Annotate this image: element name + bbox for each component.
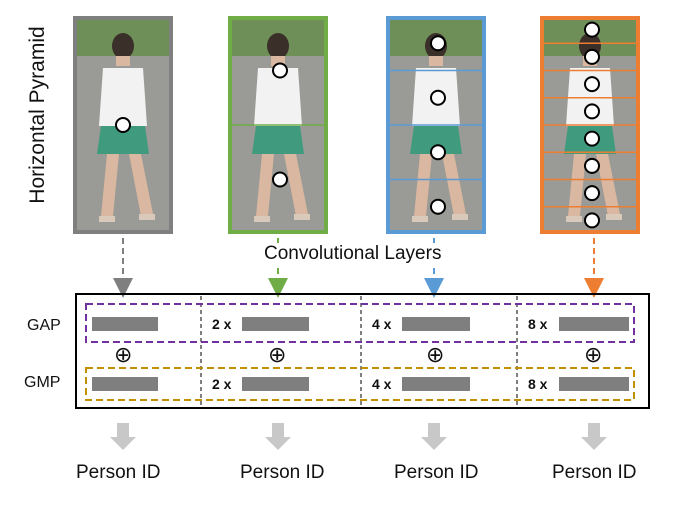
stripe-dot <box>430 198 446 215</box>
person-id-label-3: Person ID <box>394 462 479 483</box>
down-arrow-2 <box>265 423 291 450</box>
panel-border <box>228 16 328 234</box>
person-head <box>267 33 289 59</box>
gap-feature-bar-1 <box>92 317 158 331</box>
pooling-box <box>75 293 650 409</box>
person-panel-4 <box>540 16 640 234</box>
gmp-label: GMP <box>24 374 61 391</box>
stripe-dot <box>430 35 446 52</box>
stripe-dot <box>272 62 288 79</box>
stripe-dot <box>115 117 131 133</box>
person-shorts <box>410 126 462 154</box>
stripe-dot <box>584 212 600 229</box>
stripe-dot <box>584 21 600 38</box>
convolutional-layers-label: Convolutional Layers <box>262 243 444 265</box>
down-arrow-3 <box>421 423 447 450</box>
person-shorts <box>252 126 304 154</box>
person-panel-2 <box>228 16 328 234</box>
person-shirt <box>254 68 302 126</box>
panel-border <box>73 16 173 234</box>
plus-symbol-1: ⊕ <box>114 342 133 367</box>
plus-symbol-4: ⊕ <box>584 342 603 367</box>
gmp-feature-bar-1 <box>92 377 158 391</box>
person-shirt <box>99 68 147 126</box>
stripe-dot <box>584 185 600 202</box>
person-shorts <box>97 126 149 154</box>
person-panel-1 <box>73 16 173 234</box>
stripe-dot <box>584 157 600 174</box>
person-panel-3 <box>386 16 486 234</box>
gap-group-border <box>85 303 635 343</box>
down-arrow-1 <box>110 423 136 450</box>
stripe-dot <box>272 171 288 188</box>
person-id-label-1: Person ID <box>76 462 161 483</box>
gmp-multiplier-4: 8 x <box>528 376 548 392</box>
down-arrow-4 <box>581 423 607 450</box>
gmp-feature-bar-2 <box>242 377 309 391</box>
gap-feature-bar-3 <box>402 317 470 331</box>
gmp-multiplier-2: 2 x <box>212 376 232 392</box>
gap-feature-bar-2 <box>242 317 309 331</box>
plus-symbol-3: ⊕ <box>426 342 445 367</box>
stripe-dot <box>430 89 446 106</box>
stripe-dot <box>430 144 446 161</box>
stripe-dot <box>584 130 600 147</box>
person-head <box>112 33 134 59</box>
gap-multiplier-4: 8 x <box>528 316 548 332</box>
panel-border <box>540 16 640 234</box>
stripe-dot <box>584 48 600 65</box>
gmp-feature-bar-3 <box>402 377 470 391</box>
gap-multiplier-3: 4 x <box>372 316 392 332</box>
plus-symbol-2: ⊕ <box>268 342 287 367</box>
stripe-dot <box>584 103 600 120</box>
person-id-label-4: Person ID <box>552 462 637 483</box>
gmp-multiplier-3: 4 x <box>372 376 392 392</box>
gmp-feature-bar-4 <box>559 377 629 391</box>
gmp-group-border <box>85 367 635 401</box>
panel-border <box>386 16 486 234</box>
gap-feature-bar-4 <box>559 317 629 331</box>
gap-label: GAP <box>27 317 61 334</box>
stripe-dot <box>584 76 600 93</box>
gap-multiplier-2: 2 x <box>212 316 232 332</box>
person-id-label-2: Person ID <box>240 462 325 483</box>
